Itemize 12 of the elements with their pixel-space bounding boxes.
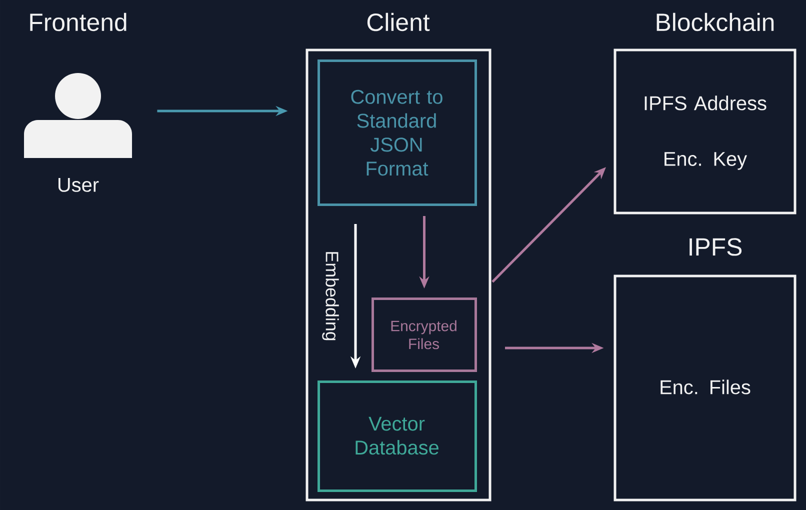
heading: Frontend bbox=[30, 12, 126, 32]
box-text: Vector Database bbox=[356, 416, 438, 455]
node-caption: User bbox=[58, 178, 99, 192]
heading: Blockchain bbox=[656, 12, 774, 32]
heading: Client bbox=[367, 12, 430, 32]
box-text: Convert to Standard JSON Format bbox=[351, 90, 442, 176]
box-text: Enc. Files bbox=[660, 380, 750, 394]
edge-label: Embedding bbox=[322, 252, 339, 340]
box-text: Enc. Key bbox=[664, 152, 748, 170]
box-text: Encrypted Files bbox=[391, 320, 456, 350]
box-text: IPFS Address bbox=[644, 96, 766, 110]
heading: IPFS bbox=[690, 238, 742, 256]
